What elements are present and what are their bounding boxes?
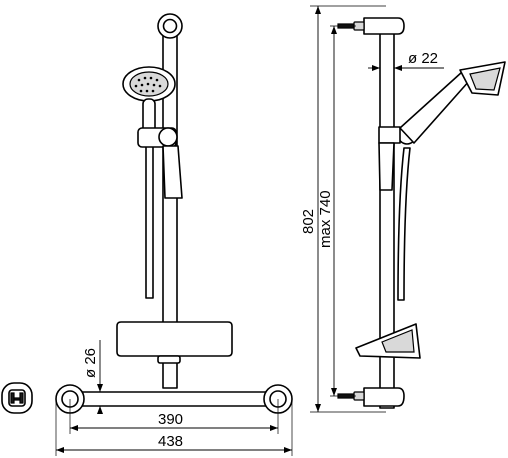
front-view	[55, 13, 293, 414]
side-hand-shower	[399, 71, 471, 144]
width-between-brackets-label: 390	[158, 411, 183, 428]
side-hose	[397, 147, 411, 301]
bracket-diameter-label: ø 26	[82, 348, 99, 378]
rail-diameter-label: ø 22	[408, 50, 438, 67]
side-view	[337, 17, 506, 409]
soap-dish-clip	[157, 355, 181, 364]
front-bottom-bar	[69, 391, 281, 407]
side-slider-body	[378, 126, 401, 144]
dimension-lines	[55, 5, 444, 456]
side-bottom-bracket	[363, 387, 405, 407]
side-slider-arm	[378, 142, 395, 191]
bracket-section-detail	[1, 382, 33, 414]
front-top-bracket-inner	[162, 18, 178, 34]
overall-width-label: 438	[158, 433, 183, 450]
slider-arm	[162, 145, 183, 199]
side-shower-face	[469, 67, 501, 91]
side-top-bracket	[363, 17, 405, 35]
max-fixing-distance-label: max 740	[317, 190, 334, 248]
shower-nozzles	[134, 76, 162, 93]
slider-knob	[158, 127, 178, 147]
overall-height-label: 802	[300, 209, 317, 234]
side-soap-dish-inner	[381, 329, 415, 353]
front-soap-dish	[116, 321, 233, 357]
